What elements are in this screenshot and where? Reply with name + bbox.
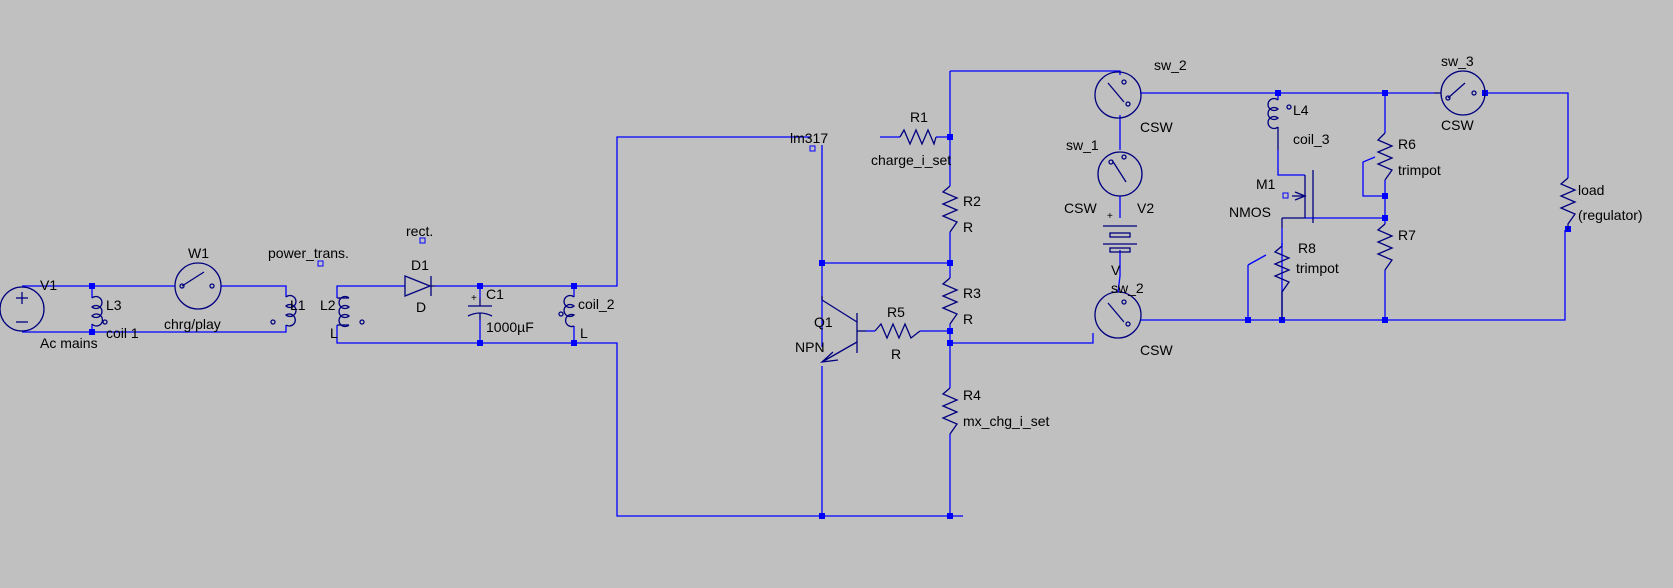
- r4-value-label: mx_chg_i_set: [963, 413, 1049, 429]
- w1-ref-label: W1: [188, 245, 209, 261]
- r6-value-label: trimpot: [1398, 162, 1441, 178]
- r4-ref-label: R4: [963, 387, 981, 403]
- d1-value-label: D: [416, 299, 426, 315]
- r5-resistor-symbol: [874, 322, 921, 340]
- r4-resistor-symbol: [941, 387, 959, 435]
- d1-ref-label: D1: [411, 257, 429, 273]
- coil-2-symbol: [558, 294, 576, 328]
- m1-ref-label: M1: [1256, 176, 1276, 192]
- v2-value-label: V: [1111, 262, 1121, 278]
- sw2-top-ref-label: sw_2: [1154, 57, 1187, 73]
- l3-ref-label: L3: [106, 297, 122, 313]
- lm317-label: lm317: [790, 130, 828, 146]
- power-trans-label: power_trans.: [268, 245, 349, 261]
- w1-switch-symbol: [174, 262, 222, 310]
- v2-ref-label: V2: [1137, 200, 1154, 216]
- r8-value-label: trimpot: [1296, 260, 1339, 276]
- r2-value-label: R: [963, 219, 973, 235]
- r6-ref-label: R6: [1398, 136, 1416, 152]
- l1-coil-symbol: [270, 294, 297, 327]
- l3-value-label: coil 1: [106, 325, 139, 341]
- sw2-top-switch-symbol: [1094, 71, 1142, 119]
- r1-resistor-symbol: [899, 128, 937, 146]
- coil-2-ref-label: coil_2: [578, 296, 615, 312]
- sw1-ref-label: sw_1: [1066, 137, 1099, 153]
- r7-resistor-symbol: [1376, 223, 1394, 271]
- sw2-bottom-switch-symbol: [1094, 291, 1142, 339]
- load-resistor-symbol: [1559, 177, 1577, 230]
- load-value-label: (regulator): [1578, 207, 1643, 223]
- l1-ref-label: L1: [290, 297, 306, 313]
- w1-value-label: chrg/play: [164, 316, 221, 332]
- r1-ref-label: R1: [910, 109, 928, 125]
- v2-battery-symbol: +: [1103, 211, 1137, 253]
- r6-trimpot-symbol: [1376, 132, 1394, 181]
- q1-value-label: NPN: [795, 339, 825, 355]
- r7-ref-label: R7: [1398, 227, 1416, 243]
- d1-diode-symbol: [404, 275, 435, 297]
- coil-2-value-label: L: [580, 325, 588, 341]
- load-ref-label: load: [1578, 182, 1604, 198]
- sw3-ref-label: sw_3: [1441, 53, 1474, 69]
- svg-text:+: +: [471, 293, 477, 304]
- l2-coil-symbol: [337, 295, 365, 328]
- sw2-top-value-label: CSW: [1140, 119, 1173, 135]
- wires: [22, 70, 1569, 517]
- q1-ref-label: Q1: [814, 314, 833, 330]
- c1-value-label: 1000µF: [486, 319, 534, 335]
- r5-ref-label: R5: [887, 304, 905, 320]
- l4-coil-symbol: [1267, 97, 1292, 150]
- sw1-value-label: CSW: [1064, 200, 1097, 216]
- l2-value-label: L: [330, 325, 338, 341]
- r8-trimpot-symbol: [1273, 245, 1291, 320]
- sw1-switch-symbol: [1097, 151, 1143, 197]
- svg-text:+: +: [1107, 211, 1113, 222]
- lm317-port: [809, 145, 816, 152]
- l4-ref-label: L4: [1293, 102, 1309, 118]
- sw2-bottom-value-label: CSW: [1140, 342, 1173, 358]
- rect-label: rect.: [406, 223, 433, 239]
- m1-value-label: NMOS: [1229, 204, 1271, 220]
- r5-value-label: R: [891, 346, 901, 362]
- v1-value-label: Ac mains: [40, 335, 98, 351]
- rect-port: [419, 237, 426, 244]
- r3-resistor-symbol: [941, 277, 959, 325]
- r3-value-label: R: [963, 311, 973, 327]
- r2-ref-label: R2: [963, 193, 981, 209]
- l3-coil-symbol: [91, 295, 108, 327]
- r8-ref-label: R8: [1298, 240, 1316, 256]
- sw3-switch-symbol: [1434, 70, 1486, 116]
- c1-ref-label: C1: [486, 286, 504, 302]
- sw2-bottom-ref-label: sw_2: [1111, 280, 1144, 296]
- r1-value-label: charge_i_set: [871, 152, 951, 168]
- q1-npn-transistor-symbol: [820, 296, 866, 363]
- sw3-value-label: CSW: [1441, 117, 1474, 133]
- power-trans-port: [317, 260, 324, 267]
- labels: V1 Ac mains L3 coil 1 W1 chrg/play L1 po…: [40, 53, 1643, 429]
- r2-resistor-symbol: [941, 185, 959, 233]
- v1-ref-label: V1: [40, 277, 57, 293]
- c1-capacitor-symbol: +: [467, 293, 493, 320]
- v1-ac-source-symbol: [0, 286, 45, 332]
- l2-ref-label: L2: [320, 297, 336, 313]
- m1-nmos-symbol: [1281, 170, 1314, 228]
- r3-ref-label: R3: [963, 285, 981, 301]
- l4-value-label: coil_3: [1293, 131, 1330, 147]
